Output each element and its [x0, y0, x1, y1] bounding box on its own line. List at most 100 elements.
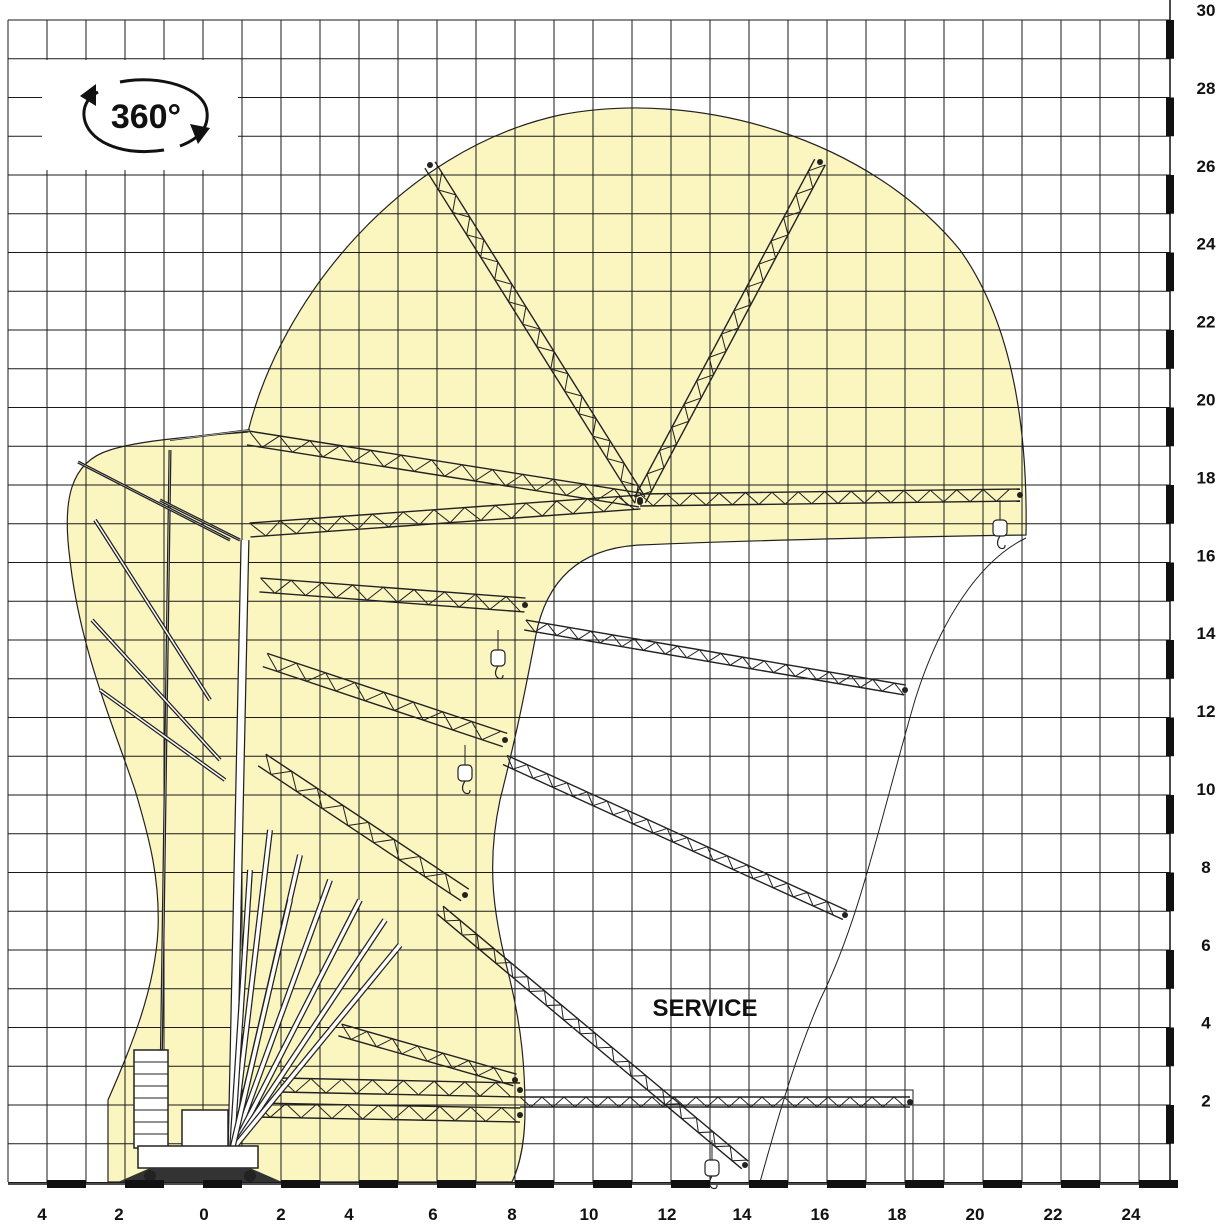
lower-boom-box	[525, 1089, 914, 1182]
boom	[424, 161, 646, 504]
grid	[7, 19, 1170, 1183]
chassis	[137, 1145, 259, 1169]
jib-strut	[77, 460, 231, 542]
jib-strut	[229, 878, 333, 1152]
service-envelope-line	[759, 537, 1027, 1183]
height-tick-label: 16	[1197, 546, 1216, 565]
boom	[436, 905, 749, 1170]
jib-strut	[229, 898, 363, 1152]
counterweight-stack	[133, 1049, 169, 1149]
height-tick-label: 8	[1201, 858, 1210, 877]
radius-tick-label: 0	[199, 1205, 208, 1224]
scale-segment	[1166, 407, 1174, 447]
radius-scale-bar	[8, 1180, 1178, 1188]
boom	[262, 652, 508, 748]
radius-tick-label: 10	[580, 1205, 599, 1224]
scale-segment	[593, 1180, 632, 1188]
boom	[634, 158, 826, 504]
jib-strut	[229, 918, 388, 1152]
scale-segment	[1166, 485, 1174, 524]
scale-segment	[359, 1180, 398, 1188]
jib-strut	[229, 943, 403, 1152]
boom	[254, 1102, 523, 1123]
radius-tick-label: 4	[344, 1205, 354, 1224]
scale-segment	[1166, 1105, 1174, 1144]
scale-segment	[1166, 950, 1174, 989]
rotation-badge: 360°	[42, 60, 238, 170]
scale-segment	[1166, 175, 1174, 214]
radius-tick-label: 22	[1044, 1205, 1063, 1224]
boom	[338, 1023, 518, 1087]
scale-segment	[1166, 717, 1174, 757]
boom	[519, 1096, 913, 1108]
scale-segment	[1166, 795, 1174, 834]
height-tick-label: 24	[1197, 235, 1216, 254]
service-label: SERVICE	[653, 995, 758, 1022]
scale-segment	[437, 1180, 476, 1188]
jib-strut	[98, 688, 227, 782]
outriggers	[118, 1168, 282, 1182]
boom	[279, 1077, 523, 1098]
scale-segment	[281, 1180, 320, 1188]
scale-segment	[1166, 330, 1174, 369]
height-tick-label: 22	[1197, 313, 1216, 332]
jib-strut	[229, 869, 253, 1151]
scale-segment	[125, 1180, 164, 1188]
rotation-arrows-icon	[80, 78, 210, 154]
height-scale-bar	[1166, 0, 1174, 1185]
jib-strut	[169, 429, 251, 441]
scale-segment	[1061, 1180, 1100, 1188]
radius-tick-label: 4	[37, 1205, 47, 1224]
radius-tick-label: 20	[966, 1205, 985, 1224]
scale-segment	[827, 1180, 866, 1188]
wheel-left	[144, 1170, 156, 1182]
radius-tick-label: 12	[658, 1205, 677, 1224]
radius-tick-label: 8	[507, 1205, 516, 1224]
scale-segment	[1166, 562, 1174, 602]
height-tick-label: 28	[1197, 79, 1216, 98]
scale-segment	[203, 1180, 242, 1188]
scale-segment	[515, 1180, 554, 1188]
radius-tick-label: 14	[733, 1205, 752, 1224]
scale-segment	[1139, 1180, 1178, 1188]
radius-tick-label: 2	[114, 1205, 123, 1224]
boom	[257, 753, 470, 902]
jib-strut	[227, 539, 250, 1151]
scale-segment	[1166, 872, 1174, 912]
crane-base	[118, 1049, 282, 1182]
jib-strut	[93, 518, 212, 702]
hook-icon	[992, 500, 1008, 550]
scale-segment	[983, 1180, 1022, 1188]
height-tick-label: 10	[1197, 780, 1216, 799]
boom	[259, 577, 528, 613]
height-tick-label: 2	[1201, 1092, 1210, 1111]
jib-strut	[229, 899, 293, 1151]
scale-segment	[1166, 97, 1174, 137]
rotation-label: 360°	[111, 98, 181, 136]
scale-segment	[671, 1180, 710, 1188]
scale-segment	[1166, 1027, 1174, 1067]
radius-tick-label: 6	[428, 1205, 437, 1224]
jib-strut	[90, 618, 222, 762]
height-tick-label: 30	[1197, 1, 1216, 20]
wheel-right	[244, 1170, 256, 1182]
radius-tick-label: 24	[1122, 1205, 1141, 1224]
height-tick-label: 26	[1197, 157, 1216, 176]
scale-segment	[749, 1180, 788, 1188]
boom-positions	[77, 158, 1023, 1190]
jib-strut	[158, 449, 172, 1151]
boom	[502, 754, 848, 921]
radius-tick-label: 2	[276, 1205, 285, 1224]
scale-segment	[1166, 252, 1174, 292]
jib-strut	[159, 498, 241, 542]
radius-tick-label: 16	[811, 1205, 830, 1224]
working-area	[66, 107, 1027, 1183]
height-tick-label: 18	[1197, 468, 1216, 487]
height-tick-label: 4	[1201, 1014, 1211, 1033]
hook-icon	[490, 630, 506, 680]
height-tick-label: 20	[1197, 391, 1216, 410]
